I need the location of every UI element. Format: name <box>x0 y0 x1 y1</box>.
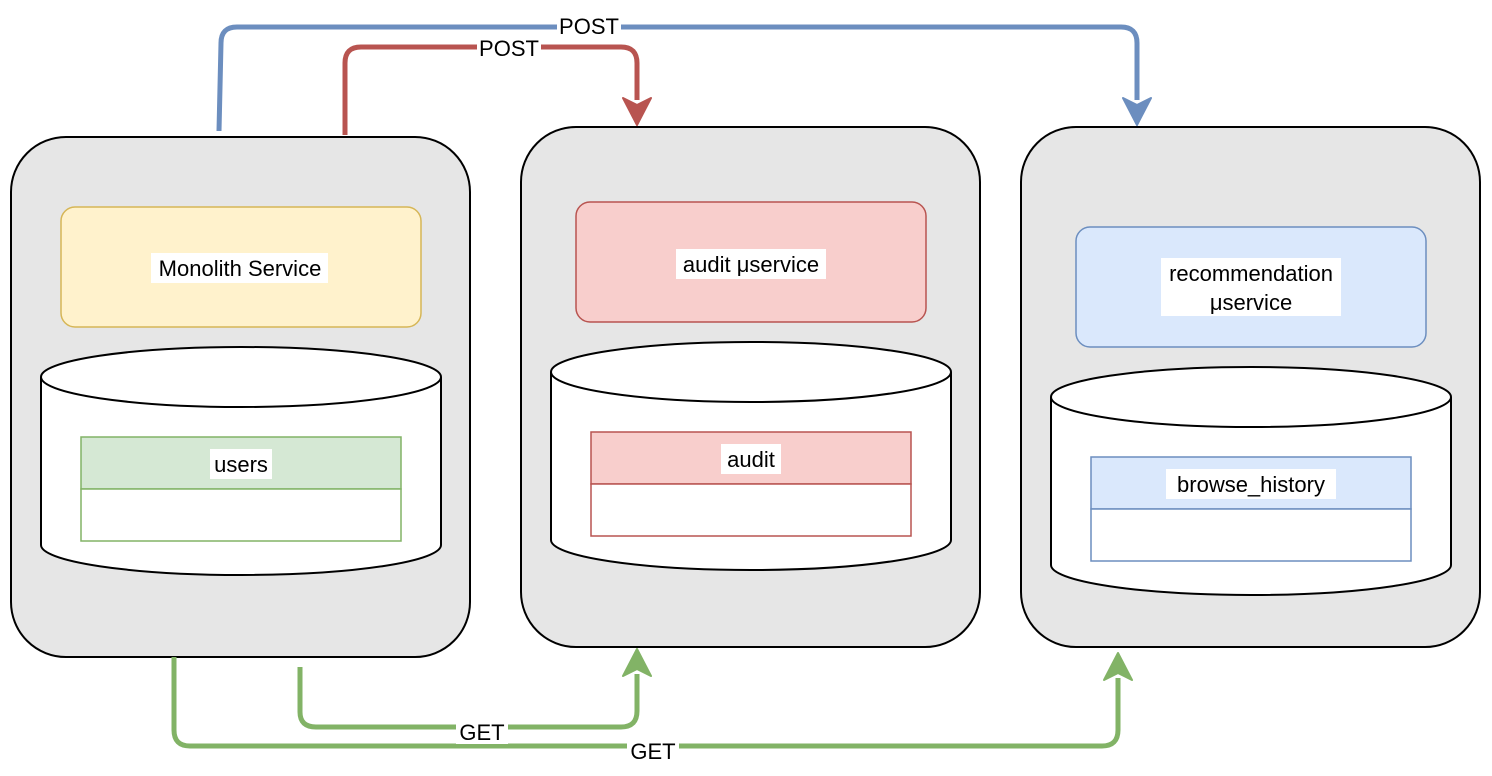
get-arrow-from-recommendation <box>171 652 1133 749</box>
get-label-recommendation: GET <box>630 739 675 764</box>
recommendation-label-bg <box>1161 258 1341 316</box>
post-label-blue: POST <box>559 14 619 39</box>
browse-history-label-bg <box>1166 469 1336 499</box>
audit-service-label: audit μservice <box>683 252 819 277</box>
get-label-audit: GET <box>459 720 504 745</box>
recommendation-service-label-line1: recommendation <box>1169 261 1333 286</box>
audit-table-label-bg <box>721 444 781 474</box>
get-label-recommendation-bg <box>627 739 679 763</box>
recommendation-service-label-line2: μservice <box>1210 290 1292 315</box>
post-label-red: POST <box>479 36 539 61</box>
red-arrowhead <box>622 97 652 126</box>
users-label-bg <box>210 449 272 479</box>
post-arrow-to-recommendation <box>216 24 1152 132</box>
browse-history-table-label: browse_history <box>1177 472 1325 497</box>
audit-table-label: audit <box>727 447 775 472</box>
get-arrow-from-audit <box>297 648 652 730</box>
browse-history-table: browse_history <box>1090 456 1412 562</box>
monolith-label-bg <box>151 253 328 283</box>
users-table: users <box>80 436 402 542</box>
users-table-label: users <box>214 452 268 477</box>
audit-table: audit <box>590 431 912 537</box>
blue-arrowhead <box>1122 97 1152 126</box>
green-arrowhead-audit <box>622 648 652 677</box>
green-arrowhead-recommendation <box>1103 652 1133 681</box>
monolith-service-label: Monolith Service <box>159 256 322 281</box>
audit-label-bg <box>676 249 826 279</box>
post-label-blue-bg <box>557 15 621 39</box>
get-label-audit-bg <box>456 720 508 744</box>
post-label-red-bg <box>477 36 541 60</box>
